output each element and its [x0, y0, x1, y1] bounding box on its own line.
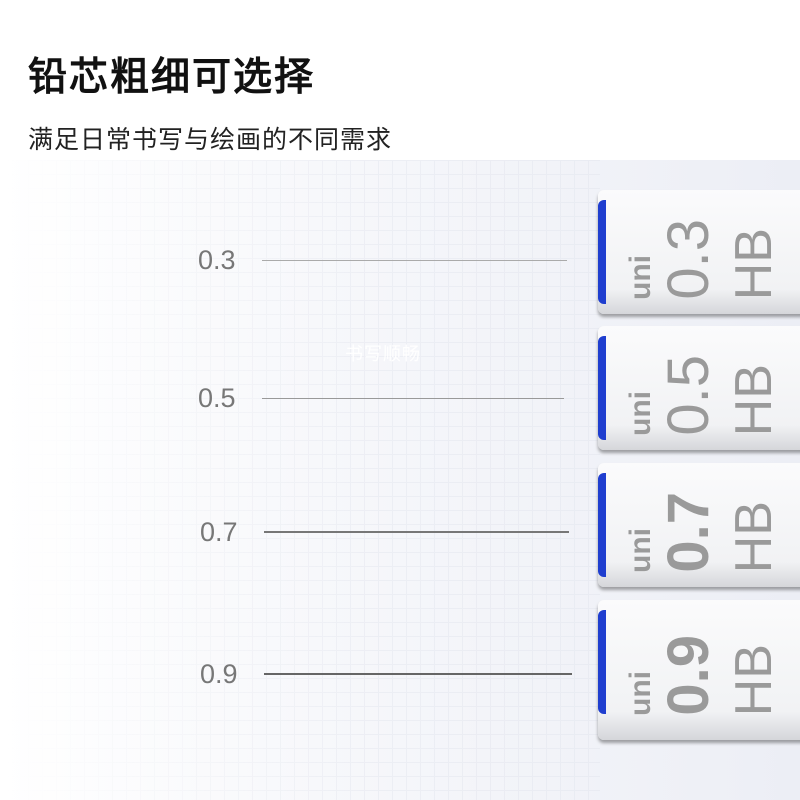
line-sample-03: 0.3 — [198, 240, 567, 280]
sample-label: 0.3 — [198, 244, 236, 275]
page-subtitle: 满足日常书写与绘画的不同需求 — [28, 125, 393, 154]
sample-label: 0.5 — [198, 382, 236, 413]
watermark: 书写顺畅 — [345, 344, 421, 365]
lead-case-07: uni 0.7 HB — [598, 463, 800, 587]
lead-grade: HB — [725, 227, 783, 300]
brand-logo: uni — [624, 671, 657, 716]
lead-case-03: uni 0.3 HB — [598, 190, 800, 314]
lead-case-09: uni 0.9 HB — [598, 600, 800, 740]
case-cap — [598, 610, 606, 714]
case-cap — [598, 473, 606, 577]
brand-logo: uni — [624, 255, 657, 300]
lead-case-05: uni 0.5 HB — [598, 326, 800, 450]
pencil-line — [262, 259, 567, 261]
brand-logo: uni — [624, 528, 657, 573]
lead-size: 0.7 — [656, 492, 721, 573]
sample-label: 0.9 — [200, 658, 238, 689]
lead-size: 0.3 — [656, 219, 721, 300]
line-sample-09: 0.9 — [198, 654, 572, 694]
lead-size: 0.5 — [656, 355, 721, 436]
pencil-line — [264, 673, 572, 675]
lead-grade: HB — [725, 643, 783, 716]
line-sample-07: 0.7 — [198, 512, 569, 552]
pencil-line — [262, 397, 564, 399]
line-sample-05: 0.5 — [198, 378, 564, 418]
sample-label: 0.7 — [200, 516, 238, 547]
page-title: 铅芯粗细可选择 — [28, 55, 316, 100]
paper-grid — [0, 160, 600, 800]
case-cap — [598, 200, 606, 304]
lead-size: 0.9 — [656, 635, 721, 716]
brand-logo: uni — [624, 391, 657, 436]
lead-grade: HB — [725, 363, 783, 436]
case-cap — [598, 336, 606, 440]
pencil-line — [264, 531, 569, 533]
lead-grade: HB — [725, 500, 783, 573]
